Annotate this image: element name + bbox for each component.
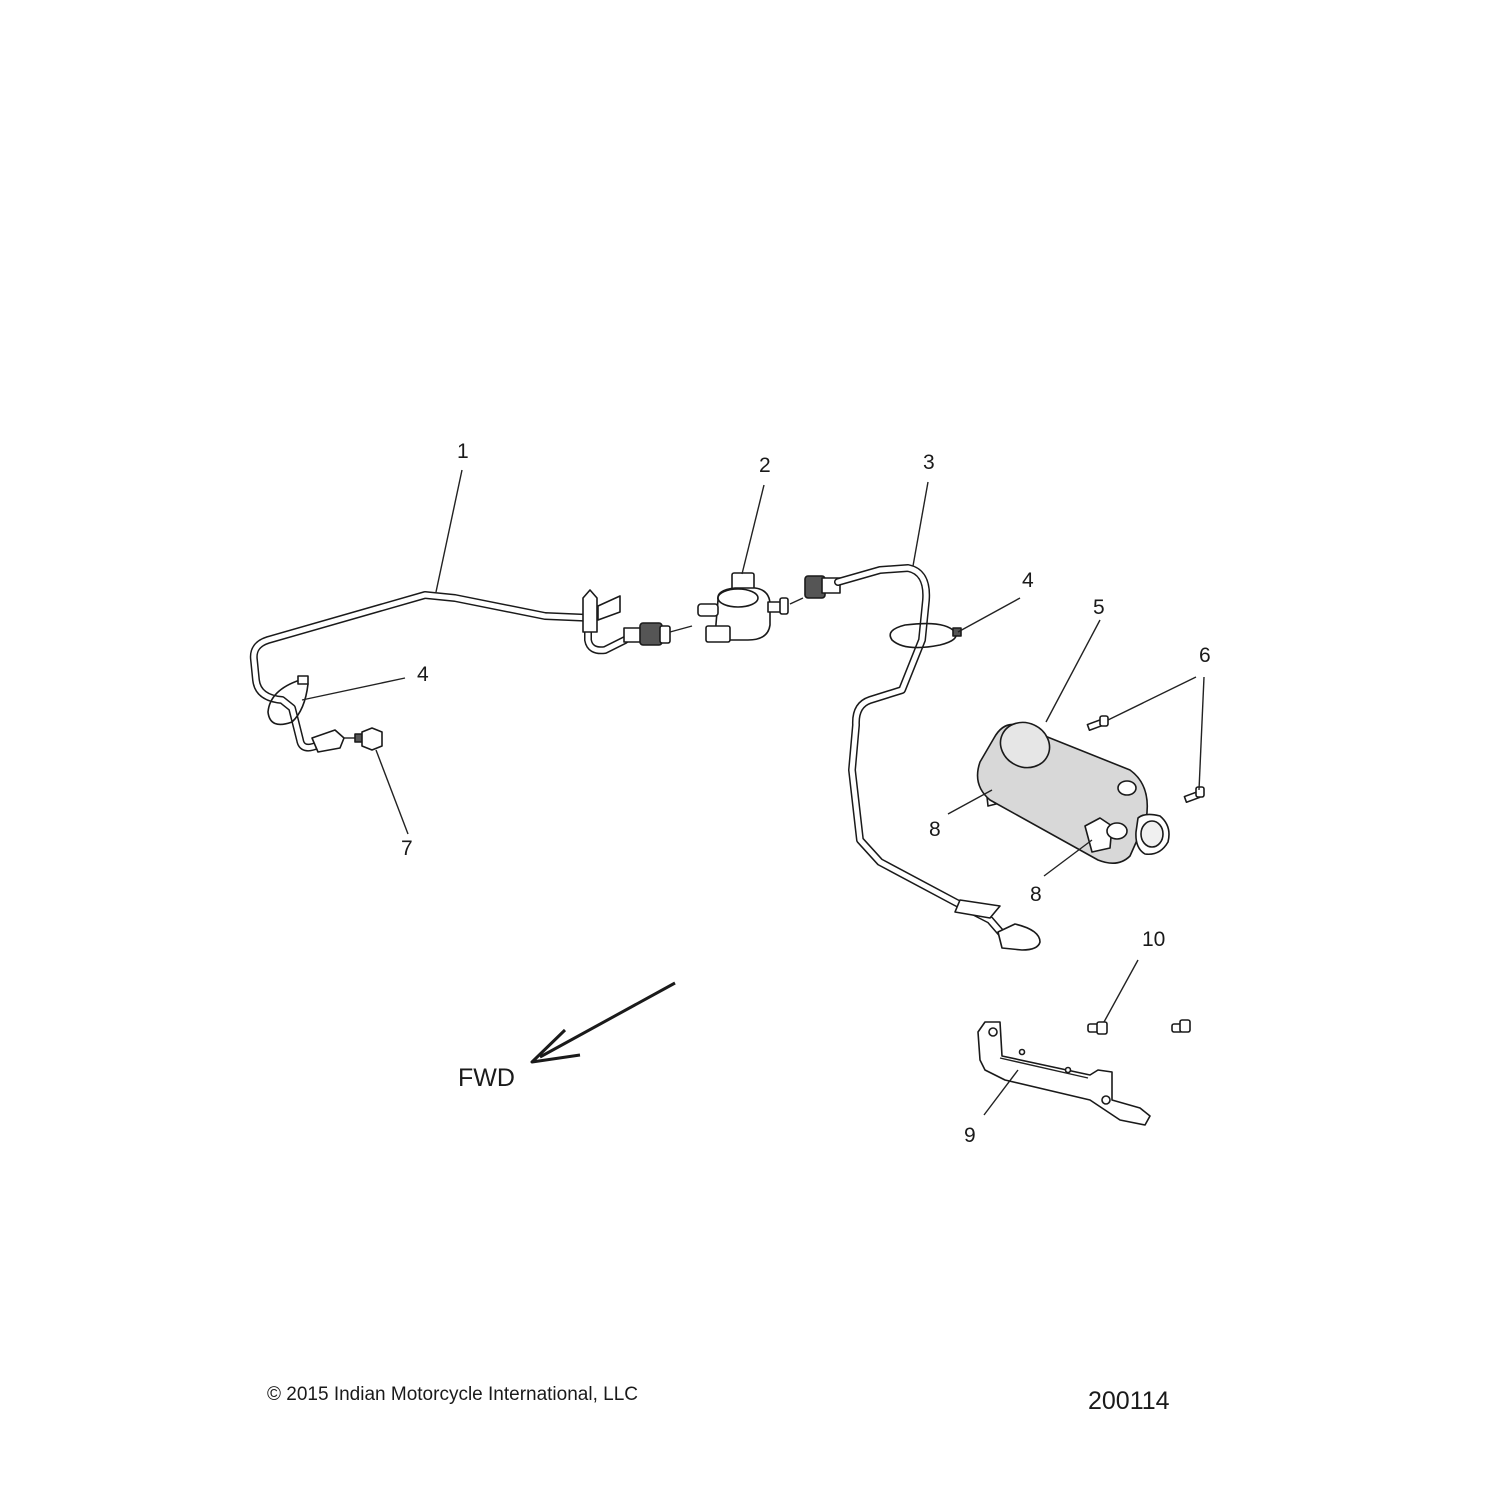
fwd-arrow bbox=[530, 981, 676, 1064]
mounting-bracket bbox=[977, 1021, 1151, 1126]
callout-labels: 1 2 3 4 4 5 6 7 8 8 9 10 bbox=[401, 440, 1211, 1147]
quick-connector-right bbox=[804, 575, 841, 599]
bolt-upper bbox=[1086, 715, 1109, 732]
quick-connector-left bbox=[623, 622, 693, 646]
hose-clamp-lower bbox=[267, 675, 309, 726]
callout-4-lower: 4 bbox=[417, 663, 429, 686]
callout-7: 7 bbox=[401, 837, 413, 860]
callout-8-lower: 8 bbox=[1030, 883, 1042, 906]
hose-clamp-upper bbox=[889, 622, 962, 649]
copyright-text: © 2015 Indian Motorcycle International, … bbox=[267, 1384, 638, 1405]
callout-2: 2 bbox=[759, 454, 771, 477]
purge-valve bbox=[697, 572, 804, 643]
leader-lines bbox=[301, 469, 1205, 1116]
fitting bbox=[344, 727, 383, 751]
callout-8-upper: 8 bbox=[929, 818, 941, 841]
bolt-lower bbox=[1183, 786, 1205, 804]
callout-1: 1 bbox=[457, 440, 469, 463]
callout-5: 5 bbox=[1093, 596, 1105, 619]
callout-4-upper: 4 bbox=[1022, 569, 1034, 592]
fwd-label: FWD bbox=[458, 1064, 515, 1092]
hose-1 bbox=[249, 589, 629, 753]
bracket-bolt-lower bbox=[1171, 1019, 1191, 1033]
diagram-number: 200114 bbox=[1088, 1387, 1170, 1415]
bracket-bolt-upper bbox=[1087, 1021, 1108, 1035]
callout-9: 9 bbox=[964, 1124, 976, 1147]
evap-canister bbox=[976, 721, 1170, 864]
callout-10: 10 bbox=[1142, 928, 1165, 951]
callout-6: 6 bbox=[1199, 644, 1211, 667]
hose-3 bbox=[834, 564, 1041, 951]
callout-3: 3 bbox=[923, 451, 935, 474]
